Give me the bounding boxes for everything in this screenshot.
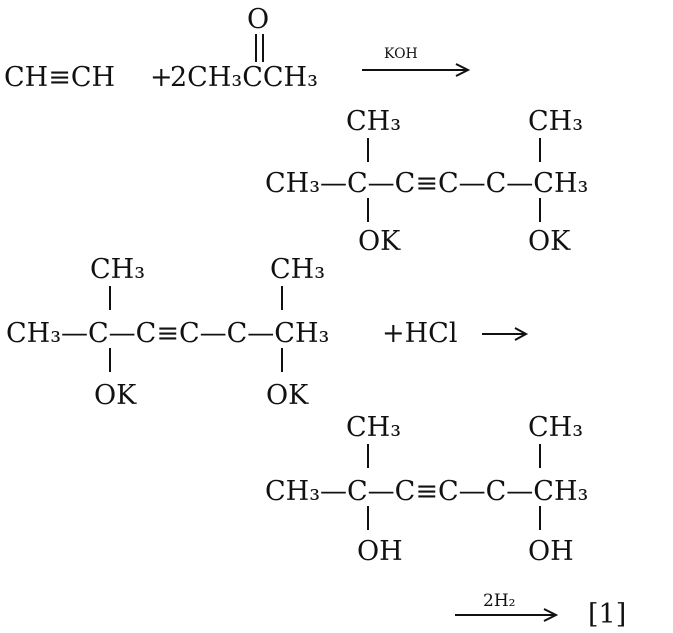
main-chain: CH₃—C—C≡C—C—CH₃: [6, 318, 329, 349]
ok-group-left: OK: [358, 226, 401, 257]
ok-group-right: OK: [266, 380, 309, 411]
reaction-arrow-3: [455, 608, 559, 622]
carbonyl-oxygen: O: [247, 4, 269, 35]
ethyne-formula: CH≡CH: [4, 62, 115, 93]
oh-group-right: OH: [528, 536, 574, 567]
methyl-top-right: CH₃: [528, 412, 583, 443]
ok-group-left: OK: [94, 380, 137, 411]
hydrogen-reagent: 2H₂: [483, 591, 515, 611]
plus-sign: +: [150, 62, 173, 93]
methyl-top-right: CH₃: [528, 106, 583, 137]
main-chain: CH₃—C—C≡C—C—CH₃: [265, 168, 588, 199]
product-placeholder: [1]: [588, 599, 626, 630]
methyl-top-left: CH₃: [90, 254, 145, 285]
reaction-1: CH≡CH + O 2CH₃CCH₃ KOH CH₃ CH₃ CH₃—C—C≡C…: [4, 4, 588, 257]
reaction-arrow-1: [362, 63, 471, 77]
ok-group-right: OK: [528, 226, 571, 257]
potassium-alkoxide-product: CH₃ CH₃ CH₃—C—C≡C—C—CH₃ OK OK: [265, 106, 588, 257]
plus-hcl: +HCl: [382, 318, 457, 349]
acetone-formula: 2CH₃CCH₃: [170, 62, 318, 93]
potassium-alkoxide-reactant: CH₃ CH₃ CH₃—C—C≡C—C—CH₃ OK OK: [6, 254, 329, 411]
methyl-top-left: CH₃: [346, 412, 401, 443]
diol-product: CH₃ CH₃ CH₃—C—C≡C—C—CH₃ OH OH: [265, 412, 588, 567]
oh-group-left: OH: [357, 536, 403, 567]
main-chain: CH₃—C—C≡C—C—CH₃: [265, 476, 588, 507]
reaction-2: CH₃ CH₃ CH₃—C—C≡C—C—CH₃ OK OK +HCl CH₃ C…: [6, 254, 588, 567]
methyl-top-right: CH₃: [270, 254, 325, 285]
koh-reagent: KOH: [384, 46, 418, 62]
reaction-arrow-2: [482, 327, 529, 341]
methyl-top-left: CH₃: [346, 106, 401, 137]
reaction-3: 2H₂ [1]: [455, 591, 626, 630]
